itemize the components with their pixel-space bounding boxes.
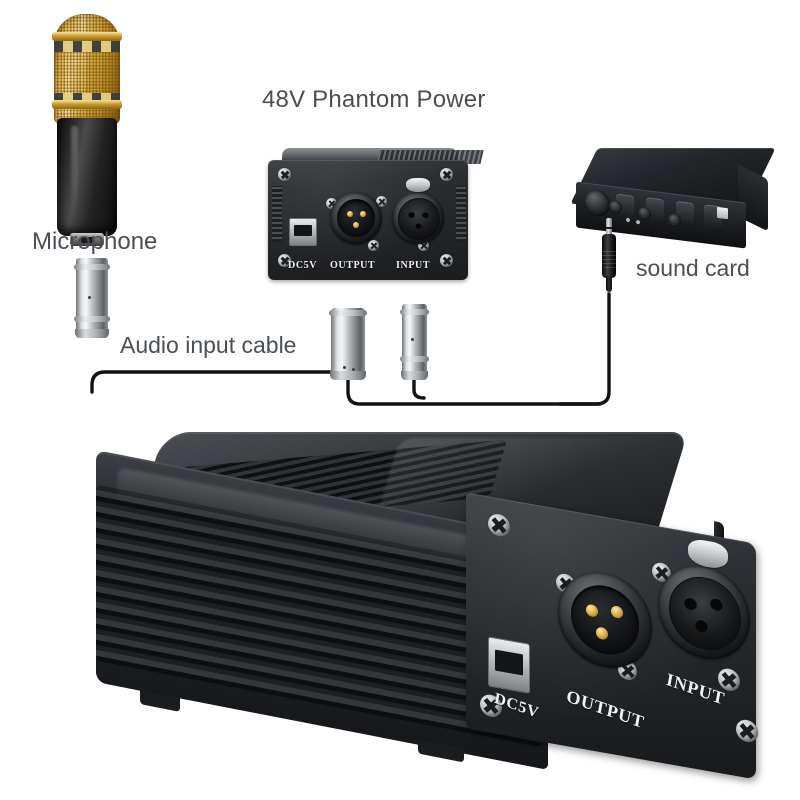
connector-end [330,371,366,380]
sound-card-brand-mark: ··· [668,220,674,227]
screw-icon [440,168,453,181]
xlr-output-port-large [558,564,652,676]
microphone-label: Microphone [32,228,158,255]
connector-detent [88,296,91,299]
phantom-power-unit-large: DC5V OUTPUT INPUT [88,432,758,782]
screw-icon [736,718,758,744]
led-indicator [636,219,640,225]
screw-icon [326,198,337,209]
unit-small-fins-right [456,186,466,242]
screw-icon [376,196,387,207]
connector-detent [352,368,355,371]
connector-end [401,371,428,380]
xlr-latch-tab-small [406,178,430,192]
xlr-output-bowl [571,580,639,660]
connector-shell [76,258,108,338]
xlr-hole [407,210,415,218]
xlr-output-port-small [330,192,382,244]
microphone-ring-bottom [52,100,122,109]
xlr-hole [422,210,430,218]
power-switch[interactable] [717,206,728,220]
led-indicator [626,217,630,223]
port-label-output-large: OUTPUT [564,685,646,733]
microphone [48,14,126,250]
trs-grip [602,250,616,268]
screw-icon [278,254,291,267]
port-label-output-small: OUTPUT [330,260,376,271]
connector-ring [400,309,429,315]
screw-icon [418,240,429,251]
microphone-body [57,118,117,236]
page-title: 48V Phantom Power [262,86,486,113]
microphone-xlr-base [70,233,104,246]
xlr-input-port-large [658,558,750,667]
screw-icon [440,254,453,267]
trs-strain-relief [606,276,612,292]
connector-shell [402,304,427,380]
trs-body [602,234,616,278]
unit-small-fins-left [272,186,282,242]
xlr-input-ring [669,571,741,656]
xlr-pin [353,222,360,229]
connector-ring [329,310,367,316]
screw-icon [368,240,379,251]
screw-icon [278,168,291,181]
connector-detent [411,338,414,341]
unit-small-front-panel: DC5V OUTPUT INPUT [268,160,468,280]
trs-plug-3.5mm [598,218,620,294]
phantom-power-unit-small: DC5V OUTPUT INPUT [256,148,484,288]
microphone-ring-top [52,32,122,41]
usb-b-port-large [488,636,530,694]
connector-ring [74,316,110,322]
connector-detent [343,366,346,369]
trs-tip [606,218,612,236]
xlr-output-bowl [337,199,375,237]
connector-end [75,329,109,338]
xlr-input-port-small [392,192,444,244]
xlr-pin [346,210,353,217]
connector-shell [331,308,365,380]
xlr-connector-loose-b [400,304,429,380]
connector-ring [400,356,429,362]
port-label-dc5v-small: DC5V [288,260,318,271]
sound-card-label: sound card [636,255,750,281]
xlr-connector-mic-end [74,258,110,338]
port-label-input-small: INPUT [396,260,431,271]
screw-icon [488,512,510,539]
xlr-pin [360,210,367,217]
xlr-hole [414,222,422,230]
usb-b-port-small [289,218,317,246]
connector-ring [74,264,110,270]
port-label-dc5v-large: DC5V [492,689,541,722]
combo-jack [584,188,610,218]
xlr-connector-loose-a [329,308,367,380]
audio-cable-label: Audio input cable [120,332,297,358]
xlr-input-ring [398,198,440,240]
